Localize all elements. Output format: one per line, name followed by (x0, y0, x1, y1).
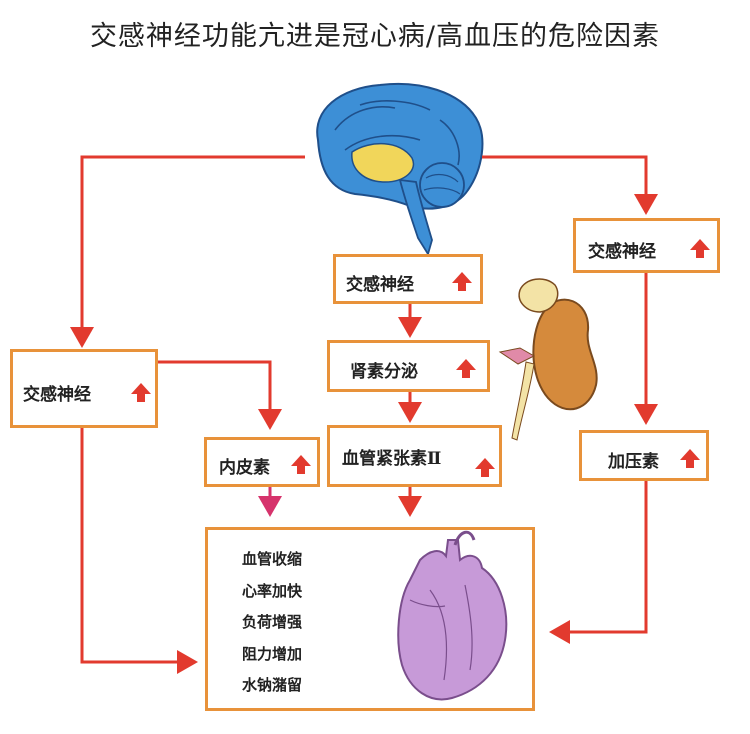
box-label: 内皮素 (219, 458, 270, 478)
increase-arrow-icon (291, 455, 311, 474)
arrow-left-to-endothelin (158, 360, 282, 430)
box-endothelin: 内皮素 (204, 437, 320, 487)
box-sympathetic-right: 交感神经 (573, 218, 720, 273)
heart-illustration (397, 530, 508, 701)
box-sympathetic-center: 交感神经 (333, 254, 483, 304)
box-label: 交感神经 (23, 385, 91, 405)
arrow-brain-to-left (70, 155, 305, 348)
increase-arrow-icon (452, 272, 472, 291)
box-angiotensin: 血管紧张素Ⅱ (327, 425, 502, 487)
box-label: 血管紧张素Ⅱ (342, 449, 442, 469)
increase-arrow-icon (475, 458, 495, 477)
box-pressor: 加压素 (579, 430, 709, 481)
effect-item: 阻力增加 (242, 644, 303, 663)
effect-item: 水钠潴留 (242, 676, 303, 694)
increase-arrow-icon (456, 359, 476, 378)
effects-list: 血管收缩 心率加快 负荷增强 阻力增加 水钠潴留 (242, 544, 302, 702)
box-label: 交感神经 (346, 275, 414, 295)
increase-arrow-icon (680, 449, 700, 468)
arrow-left-to-effects (80, 428, 198, 674)
kidney-illustration (498, 278, 598, 441)
box-effects: 血管收缩 心率加快 负荷增强 阻力增加 水钠潴留 (205, 527, 535, 711)
effect-item: 血管收缩 (242, 550, 303, 568)
box-label: 交感神经 (588, 242, 656, 262)
box-sympathetic-left: 交感神经 (10, 349, 158, 428)
brain-illustration (316, 82, 484, 257)
arrow-pressor-to-effects (549, 481, 648, 644)
page-title: 交感神经功能亢进是冠心病/高血压的危险因素 (89, 21, 661, 52)
increase-arrow-icon (690, 239, 710, 258)
arrow-brain-to-right (482, 155, 658, 215)
effect-item: 负荷增强 (242, 613, 303, 631)
box-label: 肾素分泌 (350, 362, 418, 382)
box-renin: 肾素分泌 (327, 340, 490, 392)
effect-item: 心率加快 (242, 581, 303, 600)
box-label: 加压素 (608, 452, 659, 472)
increase-arrow-icon (131, 383, 151, 402)
